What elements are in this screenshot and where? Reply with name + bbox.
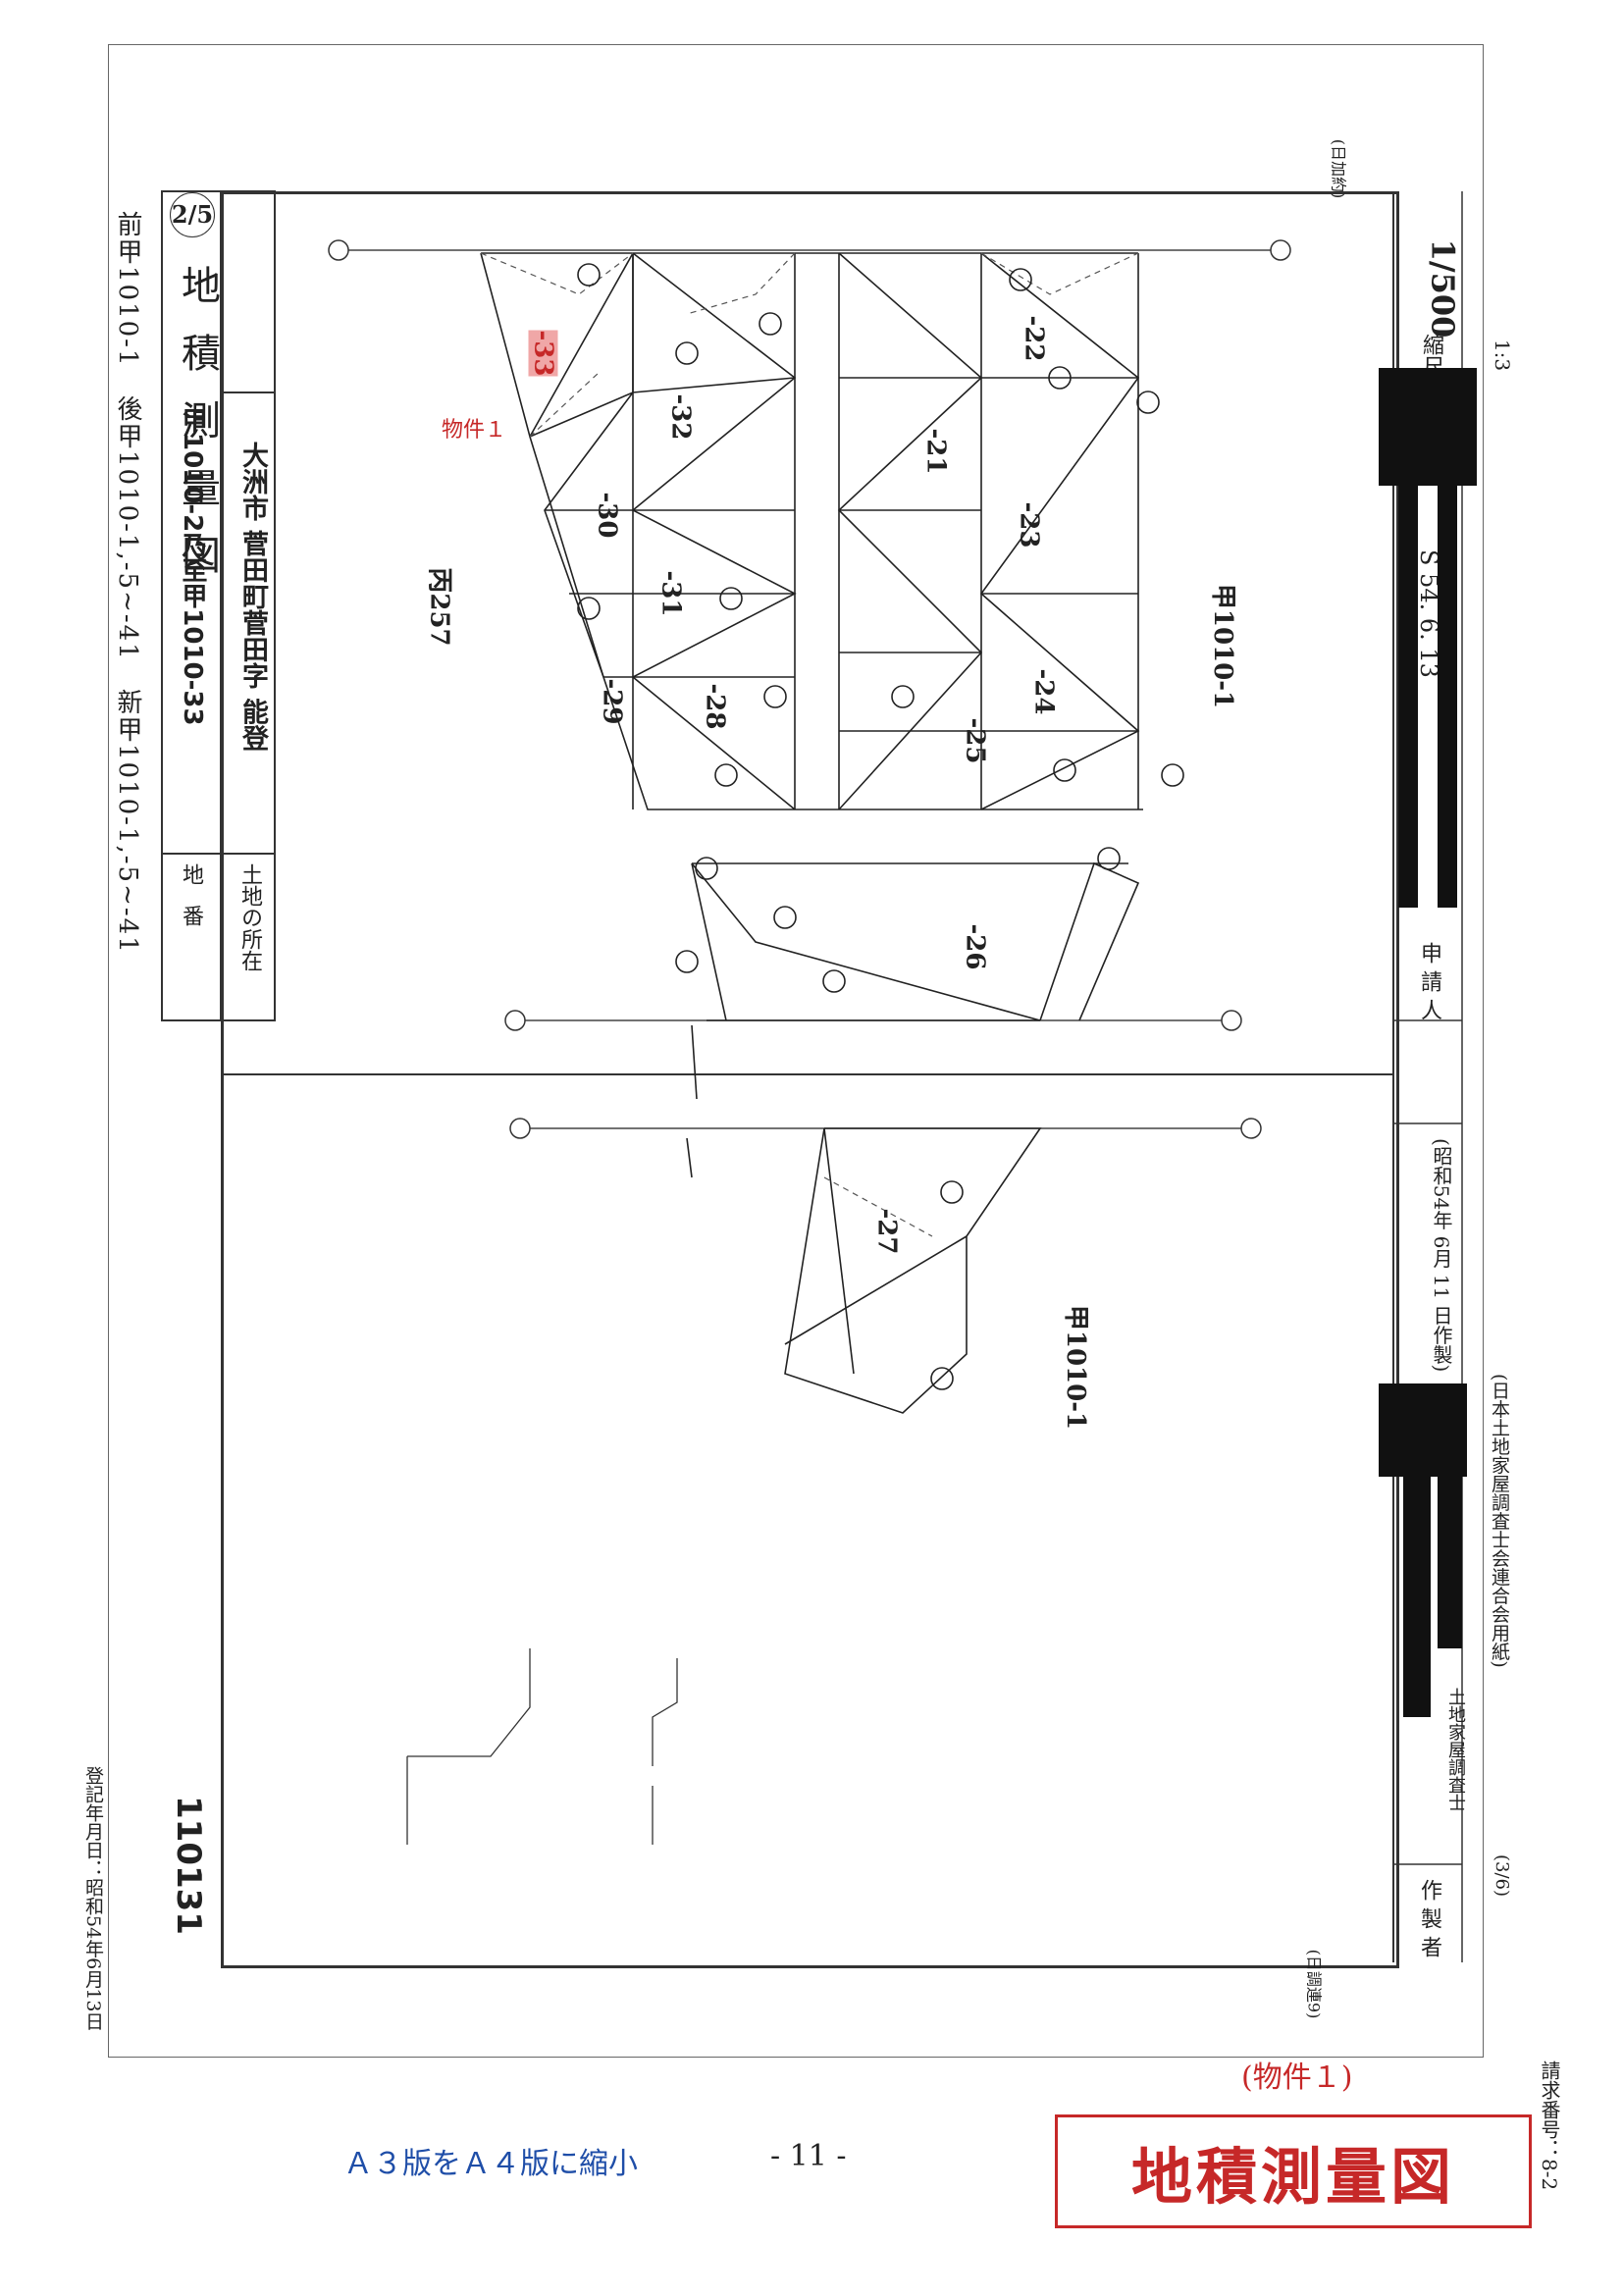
corner-note-top: (日加約) [1329, 138, 1348, 199]
parcel-label: -31 [655, 570, 686, 617]
parcel-label: -32 [665, 393, 696, 441]
parcel-network [480, 252, 1143, 1414]
axis-markers [328, 239, 1291, 1139]
parcel-label: -23 [1014, 501, 1044, 548]
survey-sheet [221, 191, 1399, 1968]
parcel-label: -22 [1019, 315, 1049, 362]
applicant-label: 申 請 人 [1417, 942, 1441, 1020]
lot-value: 甲1010-2乃至甲1010-33 [178, 407, 207, 726]
redaction-bar [1438, 1477, 1462, 1648]
lot-after: 後甲1010-1,-5~-41 [113, 394, 142, 661]
parcel-label: -29 [597, 678, 627, 725]
drawing-title: 地 積 測 量 図 [175, 265, 220, 582]
main-lot-label-upper: 甲1010-1 [1208, 583, 1238, 709]
stamp-caption: (物件１) [1241, 2061, 1353, 2095]
redaction-bar [1379, 1383, 1467, 1477]
lot-new: 新甲1010-1,-5~-41 [113, 688, 142, 955]
neighbor-label: 丙257 [424, 567, 454, 647]
scale-extra: 1:3 [1491, 339, 1515, 372]
outer-frame [108, 44, 1484, 2058]
parcel-label: -21 [920, 428, 951, 475]
paper-note: (日本土地家屋調査士会連合会用紙) [1489, 1374, 1510, 1668]
dashed-lines [480, 252, 1139, 1237]
reduction-note: Ａ３版をＡ４版に縮小 [343, 2147, 638, 2181]
stamp-title: 地積測量図 [1055, 2114, 1532, 2228]
scale-value: 1/500 [1424, 238, 1462, 339]
lot-history-text: 前甲1010-1 後甲1010-1,-5~-41 新甲1010-1,-5~-41 [110, 211, 146, 996]
parcel-label: -30 [592, 492, 622, 539]
location-value: 大洲市 菅田町菅田字 能登 [237, 442, 268, 752]
detail-sketch [406, 1648, 678, 1845]
made-date: (昭和54年 6月 11 日作製) [1430, 1138, 1453, 1373]
parcel-label: -26 [960, 923, 990, 970]
page-frac: (3/6) [1492, 1854, 1512, 1898]
redaction-bar [1403, 1477, 1431, 1717]
parcel-label: -28 [700, 683, 730, 730]
request-number: 請求番号：8-2 [1538, 2061, 1561, 2191]
corner-note-bottom: (日調連9) [1304, 1949, 1324, 2019]
main-lot-label-lower: 甲1010-1 [1061, 1304, 1091, 1431]
lot-old: 前甲1010-1 [113, 211, 142, 368]
location-label: 土地の所在 [237, 863, 262, 971]
file-number: 110131 [169, 1796, 208, 1935]
sheet-number: 2/5 [170, 192, 215, 237]
axis-lines [348, 249, 1271, 1129]
parcel-label: -25 [960, 717, 990, 764]
redaction-bar [1379, 368, 1477, 486]
title-block [161, 190, 276, 1021]
registration-date: 登記年月日：昭和54年6月13日 [82, 1766, 104, 2031]
lot-circles [577, 263, 1184, 1390]
redaction-bar [1398, 486, 1418, 908]
redaction-bar [1438, 486, 1457, 908]
property-marker: 物件１ [442, 418, 507, 443]
maker-title: 土地家屋調査士 [1445, 1688, 1466, 1811]
parcel-label: -33 [528, 330, 558, 377]
parcel-label: -24 [1028, 668, 1059, 715]
page-number: - 11 - [770, 2139, 847, 2173]
lot-label: 地番 [179, 863, 203, 946]
maker-label: 作 製 者 [1417, 1879, 1441, 1957]
parcel-label: -27 [871, 1208, 902, 1255]
